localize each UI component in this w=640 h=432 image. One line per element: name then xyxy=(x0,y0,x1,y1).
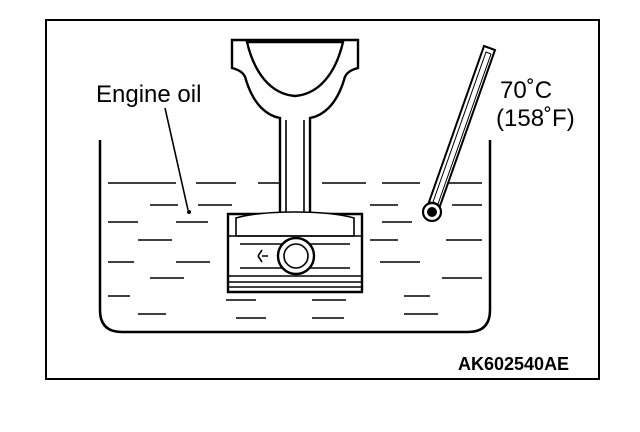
oil-leader-line xyxy=(164,107,189,211)
temperature-fahrenheit-label: (158˚F) xyxy=(496,105,575,132)
figure-frame xyxy=(45,19,600,380)
oil-leader-dot xyxy=(187,210,191,214)
temperature-celsius-label: 70˚C xyxy=(500,77,552,104)
engine-oil-label: Engine oil xyxy=(96,81,201,108)
oil-container xyxy=(98,140,492,334)
piston xyxy=(226,211,364,294)
figure-code: AK602540AE xyxy=(458,354,569,374)
connecting-rod xyxy=(230,38,360,220)
arrow-mark-icon xyxy=(257,249,268,263)
thermometer xyxy=(421,44,497,223)
